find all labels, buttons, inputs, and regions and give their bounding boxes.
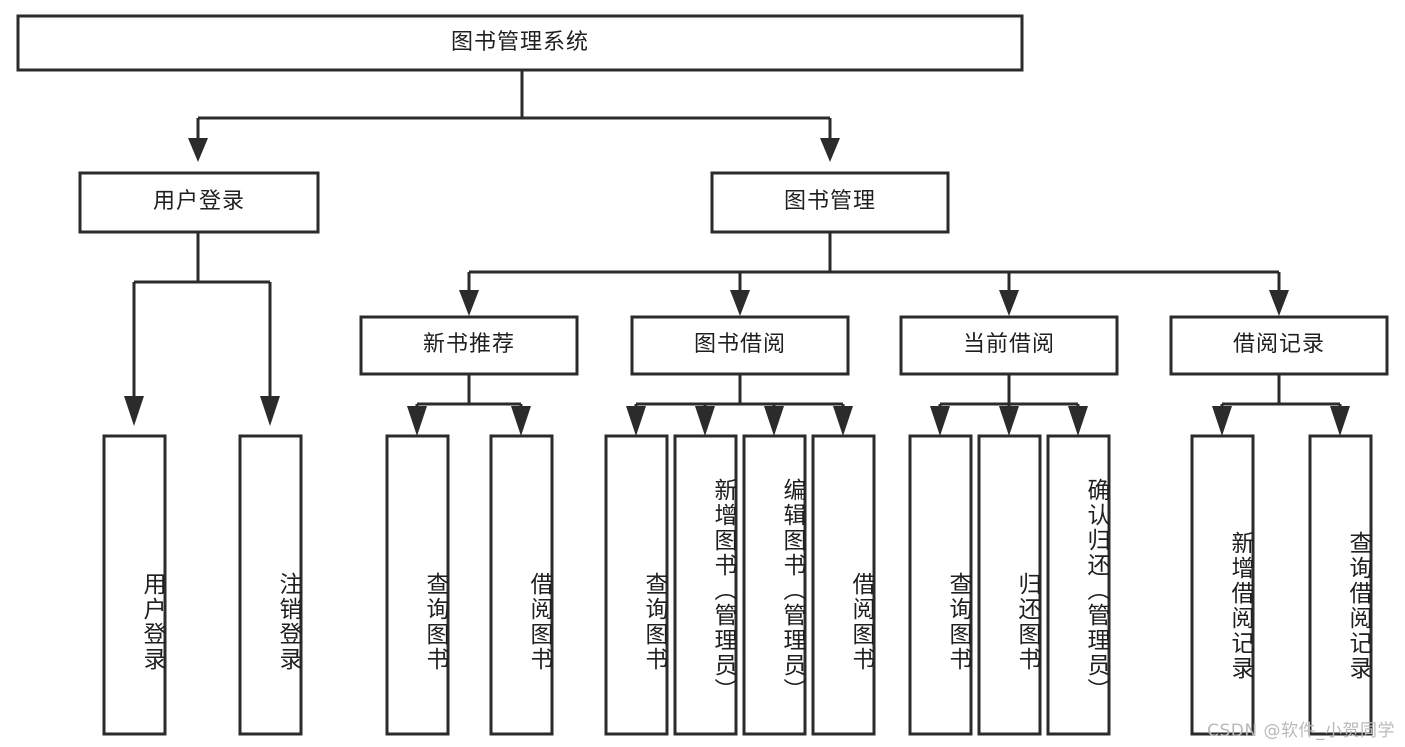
arrow-head-book-mgmt — [820, 138, 840, 162]
arrow-head-user-login — [188, 138, 208, 162]
arrow-head-cb-return-book — [999, 406, 1019, 436]
node-box-borrow-record[interactable] — [1169, 315, 1389, 376]
arrow-head-br-add-record — [1212, 406, 1232, 436]
node-box-new-book-rec[interactable] — [359, 315, 579, 376]
connectors-book-mgmt-to-level2 — [459, 232, 1289, 316]
node-box-leaf-br-query-record[interactable] — [1308, 434, 1373, 736]
arrow-head-nbr-borrow-book — [511, 406, 531, 436]
arrow-head-cb-confirm-return — [1068, 406, 1088, 436]
node-box-leaf-bb-edit-book[interactable] — [742, 434, 807, 736]
node-box-book-borrow[interactable] — [630, 315, 850, 376]
node-box-leaf-user-login[interactable] — [102, 434, 167, 736]
arrow-head-bb-borrow-book — [833, 406, 853, 436]
arrow-head-leaf-user-login — [124, 396, 144, 426]
arrow-head-book-borrow — [730, 290, 750, 316]
node-box-leaf-nbr-borrow-book[interactable] — [489, 434, 554, 736]
node-box-root[interactable] — [16, 14, 1024, 72]
node-box-leaf-cb-query-book[interactable] — [908, 434, 973, 736]
arrow-head-current-borrow — [999, 290, 1019, 316]
connectors-new-book-rec-to-leaves — [407, 374, 531, 436]
node-box-leaf-br-add-record[interactable] — [1190, 434, 1255, 736]
node-box-user-login[interactable] — [78, 171, 320, 234]
connectors-borrow-record-to-leaves — [1212, 374, 1350, 436]
watermark-text: CSDN @软件_小贺同学 — [1207, 721, 1395, 741]
arrow-head-borrow-record — [1269, 290, 1289, 316]
arrow-head-bb-query-book — [626, 406, 646, 436]
connectors-user-login-to-leaves — [124, 232, 280, 426]
arrow-head-new-book-rec — [459, 290, 479, 316]
node-box-leaf-bb-add-book[interactable] — [673, 434, 738, 736]
arrow-head-cb-query-book — [930, 406, 950, 436]
node-box-current-borrow[interactable] — [899, 315, 1119, 376]
arrow-head-bb-edit-book — [764, 406, 784, 436]
connectors-book-borrow-to-leaves — [626, 374, 853, 436]
node-box-leaf-nbr-query-book[interactable] — [385, 434, 450, 736]
node-box-leaf-cb-confirm-return[interactable] — [1046, 434, 1111, 736]
arrow-head-leaf-logout — [260, 396, 280, 426]
connectors-current-borrow-to-leaves — [930, 374, 1088, 436]
arrow-head-br-query-record — [1330, 406, 1350, 436]
node-box-leaf-logout[interactable] — [238, 434, 303, 736]
node-box-leaf-bb-query-book[interactable] — [604, 434, 669, 736]
connectors-root-to-level1 — [188, 70, 840, 162]
node-box-leaf-bb-borrow-book[interactable] — [811, 434, 876, 736]
arrow-head-nbr-query-book — [407, 406, 427, 436]
node-box-book-mgmt[interactable] — [710, 171, 950, 234]
arrow-head-bb-add-book — [695, 406, 715, 436]
node-box-leaf-cb-return-book[interactable] — [977, 434, 1042, 736]
